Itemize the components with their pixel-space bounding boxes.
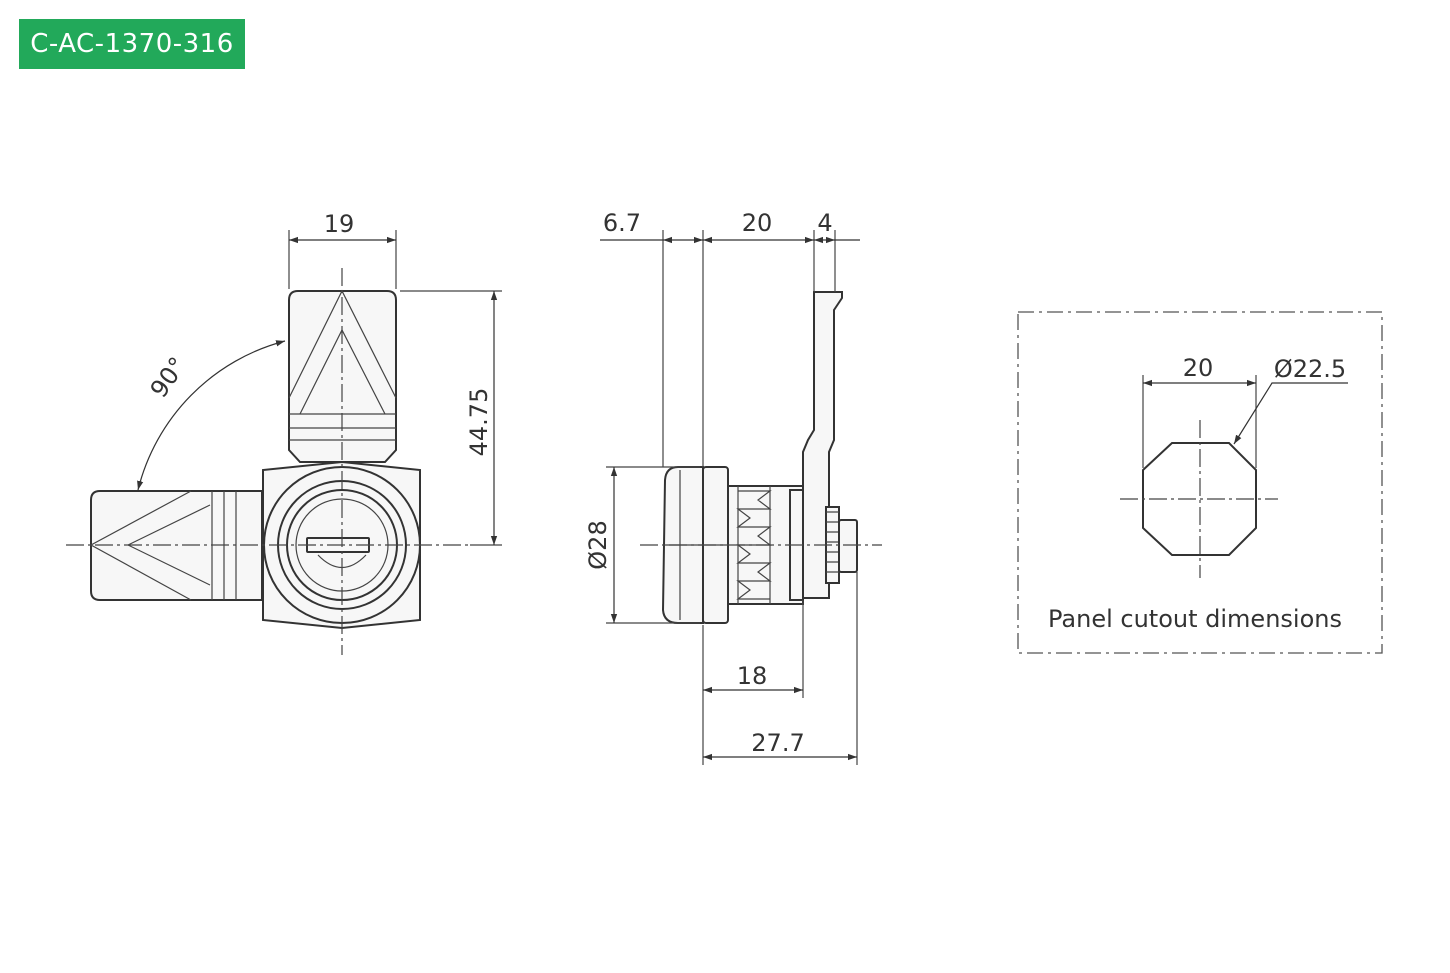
- thread-dim-label: 18: [737, 662, 768, 690]
- cutout-diameter-label: Ø22.5: [1274, 355, 1346, 383]
- rotation-dim-label: 90°: [145, 352, 192, 403]
- total-dim-label: 27.7: [751, 729, 804, 757]
- cutout-shape: [1142, 442, 1257, 556]
- side-view: 6.7 20 4 Ø28 18 27.7: [584, 209, 882, 765]
- part-number-badge: C-AC-1370-316: [19, 19, 245, 69]
- front-view: 90° 19 44.75: [66, 210, 502, 655]
- cutout-caption: Panel cutout dimensions: [1048, 605, 1342, 633]
- body-dim-label: 20: [742, 209, 773, 237]
- height-dim-label: 44.75: [465, 388, 493, 457]
- lever-vertical: [288, 290, 397, 463]
- width-dim-label: 19: [324, 210, 355, 238]
- shaft-end: [838, 519, 858, 573]
- flat-dim-label: 20: [1183, 354, 1214, 382]
- cutout-view: 20 Ø22.5 Panel cutout dimensions: [1017, 311, 1383, 654]
- flange-dim-label: 6.7: [603, 209, 641, 237]
- cam-dim-label: 4: [817, 209, 832, 237]
- cutout-frame: [1017, 311, 1383, 654]
- diameter-dim-label: Ø28: [584, 520, 612, 569]
